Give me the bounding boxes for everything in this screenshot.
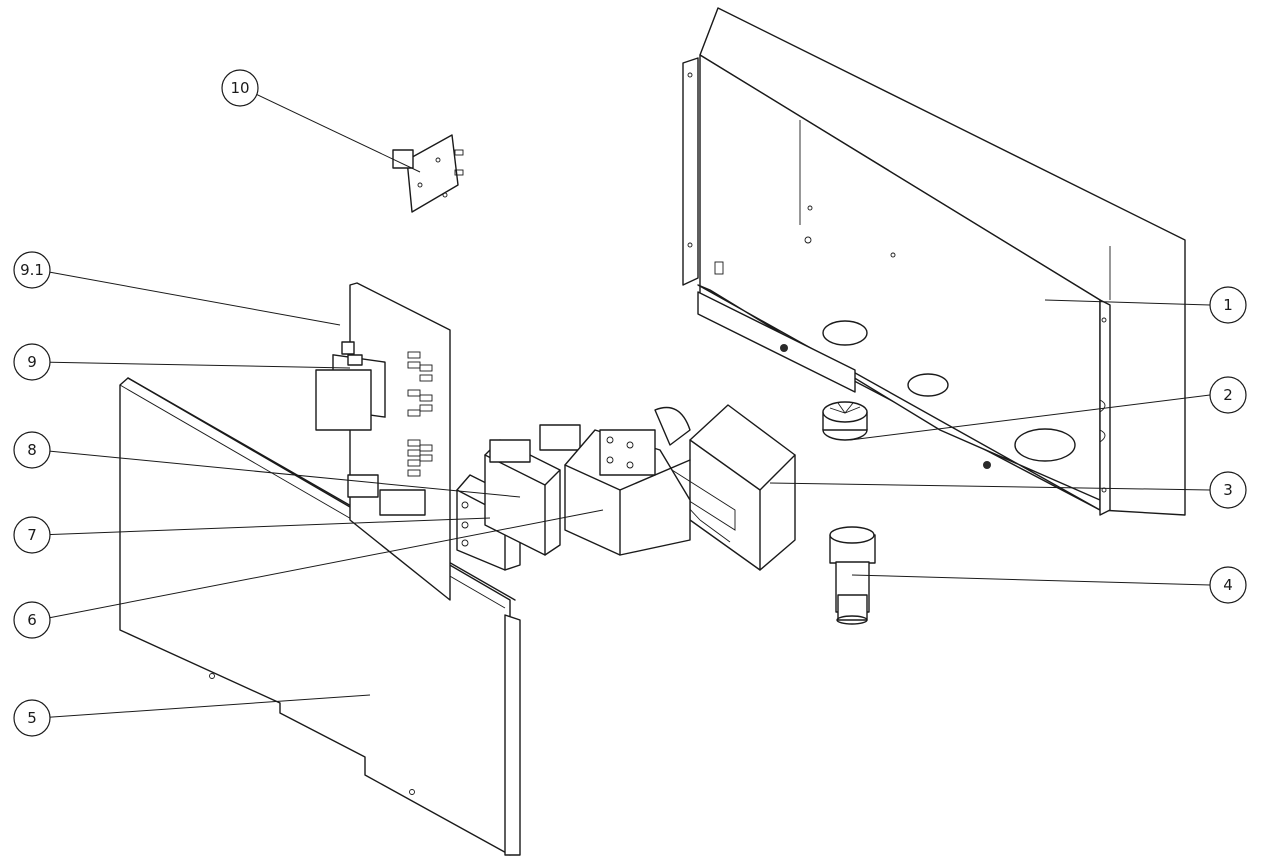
callout-label-6: 6 — [27, 611, 37, 629]
leader-lines — [37, 87, 1211, 719]
callout-3: 3 — [1209, 471, 1247, 509]
fuse-holder — [829, 526, 876, 625]
callout-label-4: 4 — [1223, 576, 1233, 594]
callout-label-10: 10 — [230, 79, 249, 97]
callout-8: 8 — [13, 431, 51, 469]
callout-1: 1 — [1209, 286, 1247, 324]
enclosure-box — [682, 7, 1186, 516]
relay-module-8 — [484, 424, 581, 556]
callout-5: 5 — [13, 699, 51, 737]
front-panel — [119, 377, 521, 856]
callout-label-2: 2 — [1223, 386, 1233, 404]
contactor-module-6 — [564, 406, 691, 556]
callout-7: 7 — [13, 516, 51, 554]
callout-9: 9 — [13, 343, 51, 381]
callout-9-1: 9.1 — [13, 251, 51, 289]
callout-label-9: 9 — [27, 353, 37, 371]
callout-label-1: 1 — [1223, 296, 1233, 314]
callout-label-7: 7 — [27, 526, 37, 544]
callout-10: 10 — [221, 69, 259, 107]
callout-label-9-1: 9.1 — [20, 261, 44, 279]
callout-4: 4 — [1209, 566, 1247, 604]
small-pcb — [392, 134, 464, 213]
callout-label-3: 3 — [1223, 481, 1233, 499]
callout-6: 6 — [13, 601, 51, 639]
callout-label-8: 8 — [27, 441, 37, 459]
cable-gland — [822, 401, 868, 441]
callout-2: 2 — [1209, 376, 1247, 414]
callout-label-5: 5 — [27, 709, 37, 727]
